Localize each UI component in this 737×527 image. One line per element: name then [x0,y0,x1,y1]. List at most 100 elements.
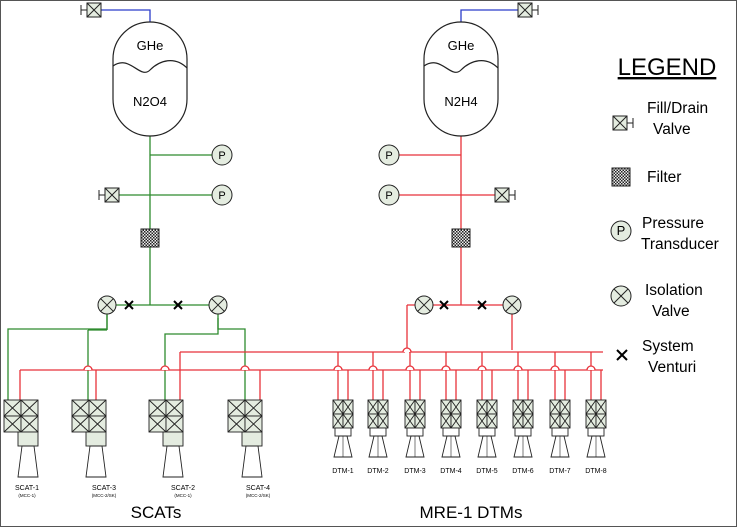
filter-icon [140,228,160,248]
n2h4-tank-propellant-label: N2H4 [444,94,477,109]
dtm-valve-block [512,399,534,429]
filter-icon [451,228,471,248]
legend-isolation-line1: Isolation [645,282,703,299]
dtm-valve-block [367,399,389,429]
dtm-injector [514,427,532,437]
scat-thruster-body [241,431,263,447]
line-crossover [513,365,523,371]
legend: LEGEND Fill/Drain Valve Filter Pressure … [618,54,719,376]
component-symbols [80,2,634,361]
dtms-group-label: MRE-1 DTMs [420,503,523,522]
system-venturi-icon [439,300,449,310]
line-crossover [441,365,451,371]
pressurant-lines [101,9,518,22]
n2h4-tank-gas-label: GHe [448,38,475,53]
line-crossover [83,365,93,371]
scat-thruster-body [85,431,107,447]
dtm-label: DTM-1 [332,468,353,475]
isolation-valve-icon [502,295,522,315]
dtm-label: DTM-8 [585,468,606,475]
scat-label: SCAT-3 [92,485,116,492]
scat-labels: SCAT-1 (MCC-1) SCAT-3 (MCC-2/SK) SCAT-2 … [15,485,271,498]
pressure-transducer-label: P [617,223,626,238]
line-crossover [368,365,378,371]
scat-valve-block [148,399,184,433]
pressurant-line [460,9,518,22]
fill-drain-valve-icon [494,187,516,203]
line-crossover [333,365,343,371]
pressure-transducer-icon [378,184,400,206]
fill-drain-valve-icon [80,2,102,18]
isolation-valve-icon [97,295,117,315]
legend-title: LEGEND [618,54,717,81]
dtm-valve-block [404,399,426,429]
dtm-labels: DTM-1 DTM-2 DTM-3 DTM-4 DTM-5 DTM-6 DTM-… [332,468,606,475]
filter-icon [611,167,631,187]
legend-venturi-line2: Venturi [648,359,696,376]
dtm-injector [334,427,352,437]
pressure-transducer-icon [610,220,632,242]
line-crossover [160,365,170,371]
scat-sublabel: (MCC-2/SK) [246,493,271,498]
pressure-transducer-labels: P P P P P [218,150,625,238]
legend-isolation-line2: Valve [652,303,690,320]
pressure-transducer-icon [378,144,400,166]
legend-fill-drain-line1: Fill/Drain [647,100,708,117]
scat-thrusters [3,399,263,478]
scat-sublabel: (MCC-1) [18,493,36,498]
scat-valve-block [71,399,107,433]
n2o4-tank: GHe N2O4 [112,21,188,137]
n2o4-tank-gas-label: GHe [137,38,164,53]
scat-nozzle [17,445,39,478]
isolation-valve-icon [414,295,434,315]
dtm-injector [478,427,496,437]
legend-venturi-line1: System [642,338,694,355]
pressure-transducer-icon [211,144,233,166]
dtm-thrusters [332,399,607,458]
line-crossover [550,365,560,371]
line-crossover [240,365,250,371]
dtm-injector [587,427,605,437]
dtm-label: DTM-6 [512,468,533,475]
scat-nozzle [162,445,184,478]
fill-drain-valve-icon [612,115,634,131]
dtm-injector [551,427,569,437]
dtm-valve-block [585,399,607,429]
line-crossover [477,365,487,371]
scat-label: SCAT-1 [15,485,39,492]
system-venturi-icon [124,300,134,310]
pressure-transducer-icon [211,184,233,206]
scats-group-label: SCATs [131,503,182,522]
legend-pressure-line2: Transducer [641,236,719,253]
system-venturi-icon [173,300,183,310]
scat-thruster-body [17,431,39,447]
fuel-lines [19,136,603,400]
n2o4-tank-propellant-label: N2O4 [133,94,167,109]
line-crossover [402,347,412,353]
pressure-transducer-label: P [218,150,225,162]
dtm-injector [369,427,387,437]
isolation-valve-icon [610,285,632,307]
legend-filter: Filter [647,169,681,186]
dtm-valve-block [332,399,354,429]
dtm-label: DTM-3 [404,468,425,475]
pressurant-line [101,9,151,22]
fill-drain-valve-icon [517,2,539,18]
line-crossover [586,365,596,371]
scat-nozzle [85,445,107,478]
dtm-label: DTM-4 [440,468,461,475]
line-crossover [405,365,415,371]
system-venturi-icon [616,349,628,361]
scat-nozzle [241,445,263,478]
dtm-label: DTM-7 [549,468,570,475]
dtm-label: DTM-5 [476,468,497,475]
pressure-transducer-label: P [385,150,392,162]
oxidizer-lines [7,136,246,400]
isolation-valve-icon [208,295,228,315]
scat-sublabel: (MCC-2/SK) [92,493,117,498]
scat-valve-block [3,399,39,433]
scat-label: SCAT-2 [171,485,195,492]
dtm-valve-block [476,399,498,429]
dtm-label: DTM-2 [367,468,388,475]
